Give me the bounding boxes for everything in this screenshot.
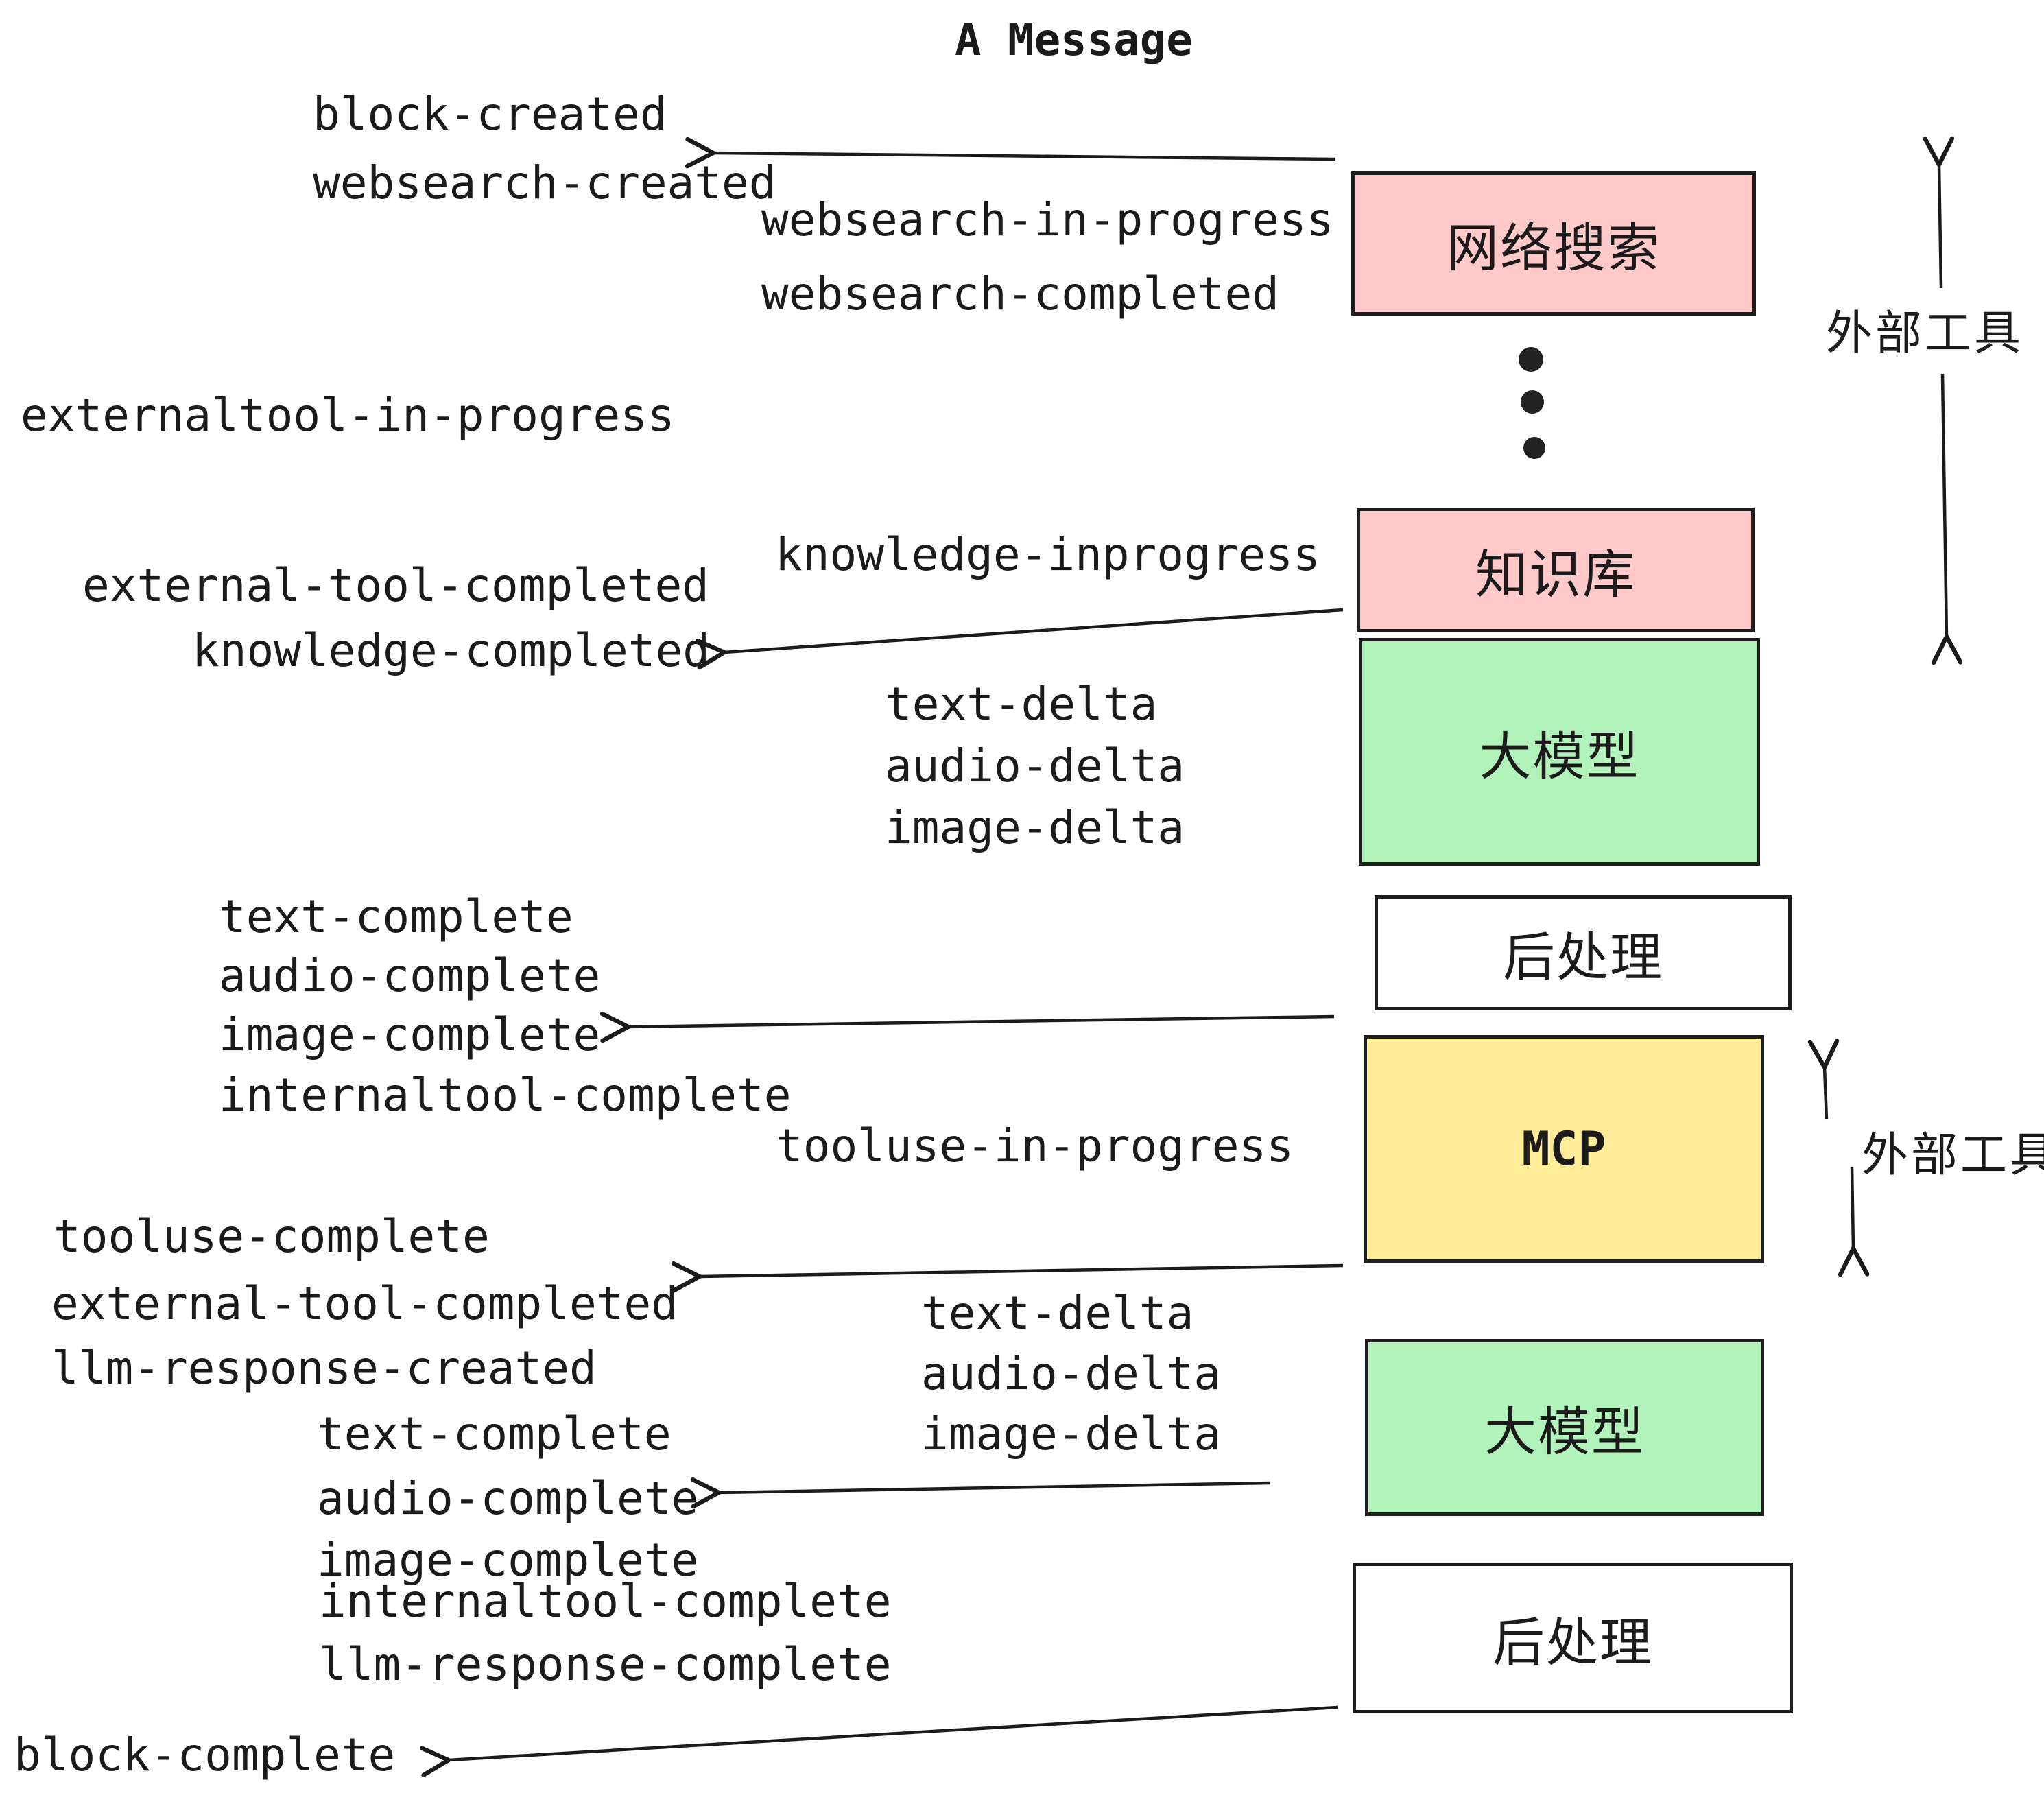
box-llm-2: 大模型	[1365, 1339, 1764, 1516]
event-label-audio-complete: audio-complete	[219, 949, 601, 1002]
arrow-image-complete	[599, 1011, 1335, 1043]
arrow-external-tools-top-down	[1931, 373, 1963, 665]
box-websearch: 网络搜索	[1351, 171, 1756, 316]
annotation-external-tools-top: 外部工具	[1826, 307, 2024, 361]
event-label-tooluse-in-progress: tooluse-in-progress	[776, 1119, 1294, 1172]
event-label-tooluse-complete: tooluse-complete	[54, 1210, 490, 1263]
ellipsis-dot	[1523, 437, 1545, 459]
arrow-tooluse-complete	[671, 1261, 1344, 1293]
event-label-websearch-in-progress: websearch-in-progress	[761, 193, 1334, 246]
box-llm-1: 大模型	[1359, 638, 1760, 866]
box-llm-1-label: 大模型	[1479, 726, 1640, 787]
arrow-knowledge-completed	[695, 608, 1344, 670]
event-label-image-complete: image-complete	[219, 1008, 601, 1061]
box-postprocess-2: 后处理	[1353, 1563, 1793, 1713]
event-label-external-tool-completed-2: external-tool-completed	[51, 1277, 678, 1330]
event-label-text-delta: text-delta	[885, 678, 1158, 731]
annotation-external-tools-bottom: 外部工具	[1862, 1128, 2044, 1183]
event-label-knowledge-inprogress: knowledge-inprogress	[775, 528, 1320, 581]
arrow-external-tools-bottom-up	[1807, 1039, 1840, 1120]
event-label-image-complete-2: image-complete	[317, 1534, 699, 1587]
event-label-websearch-created: websearch-created	[313, 156, 776, 209]
arrow-external-tools-top-up	[1923, 136, 1955, 289]
box-llm-2-label: 大模型	[1484, 1401, 1645, 1462]
arrow-block-created	[685, 137, 1335, 169]
event-label-audio-delta-2: audio-delta	[921, 1347, 1222, 1400]
event-label-llm-response-created: llm-response-created	[51, 1342, 597, 1394]
event-label-llm-response-complete: llm-response-complete	[319, 1638, 892, 1691]
event-label-external-tool-completed: external-tool-completed	[82, 559, 709, 612]
ellipsis-dot	[1521, 390, 1544, 414]
event-label-block-created: block-created	[313, 88, 667, 141]
box-knowledge: 知识库	[1357, 508, 1755, 632]
box-mcp: MCP	[1364, 1035, 1764, 1263]
event-label-audio-delta: audio-delta	[885, 739, 1185, 792]
box-knowledge-label: 知识库	[1475, 544, 1636, 605]
box-websearch-label: 网络搜索	[1447, 217, 1661, 278]
event-label-text-complete: text-complete	[219, 890, 573, 943]
diagram-title: A Message	[955, 15, 1193, 66]
event-label-externaltool-in-progress: externaltool-in-progress	[21, 389, 675, 442]
event-label-block-complete: block-complete	[14, 1729, 396, 1781]
box-postprocess-1: 后处理	[1375, 895, 1792, 1010]
arrow-external-tools-bottom-down	[1838, 1167, 1870, 1277]
arrow-block-complete	[419, 1705, 1338, 1777]
box-postprocess-2-label: 后处理	[1493, 1612, 1653, 1673]
event-label-internaltool-complete-2: internaltool-complete	[319, 1575, 892, 1628]
ellipsis-dot	[1519, 347, 1543, 372]
box-mcp-label: MCP	[1521, 1121, 1606, 1176]
event-label-text-complete-2: text-complete	[317, 1408, 672, 1460]
box-postprocess-1-label: 后处理	[1503, 927, 1663, 988]
arrow-audio-complete	[690, 1477, 1271, 1509]
event-label-internaltool-complete: internaltool-complete	[219, 1069, 792, 1121]
event-label-text-delta-2: text-delta	[921, 1287, 1194, 1340]
event-label-audio-complete-2: audio-complete	[317, 1472, 699, 1525]
event-label-knowledge-completed: knowledge-completed	[192, 624, 710, 677]
event-label-image-delta: image-delta	[885, 801, 1185, 854]
event-label-websearch-completed: websearch-completed	[761, 268, 1279, 320]
event-label-image-delta-2: image-delta	[921, 1408, 1222, 1460]
